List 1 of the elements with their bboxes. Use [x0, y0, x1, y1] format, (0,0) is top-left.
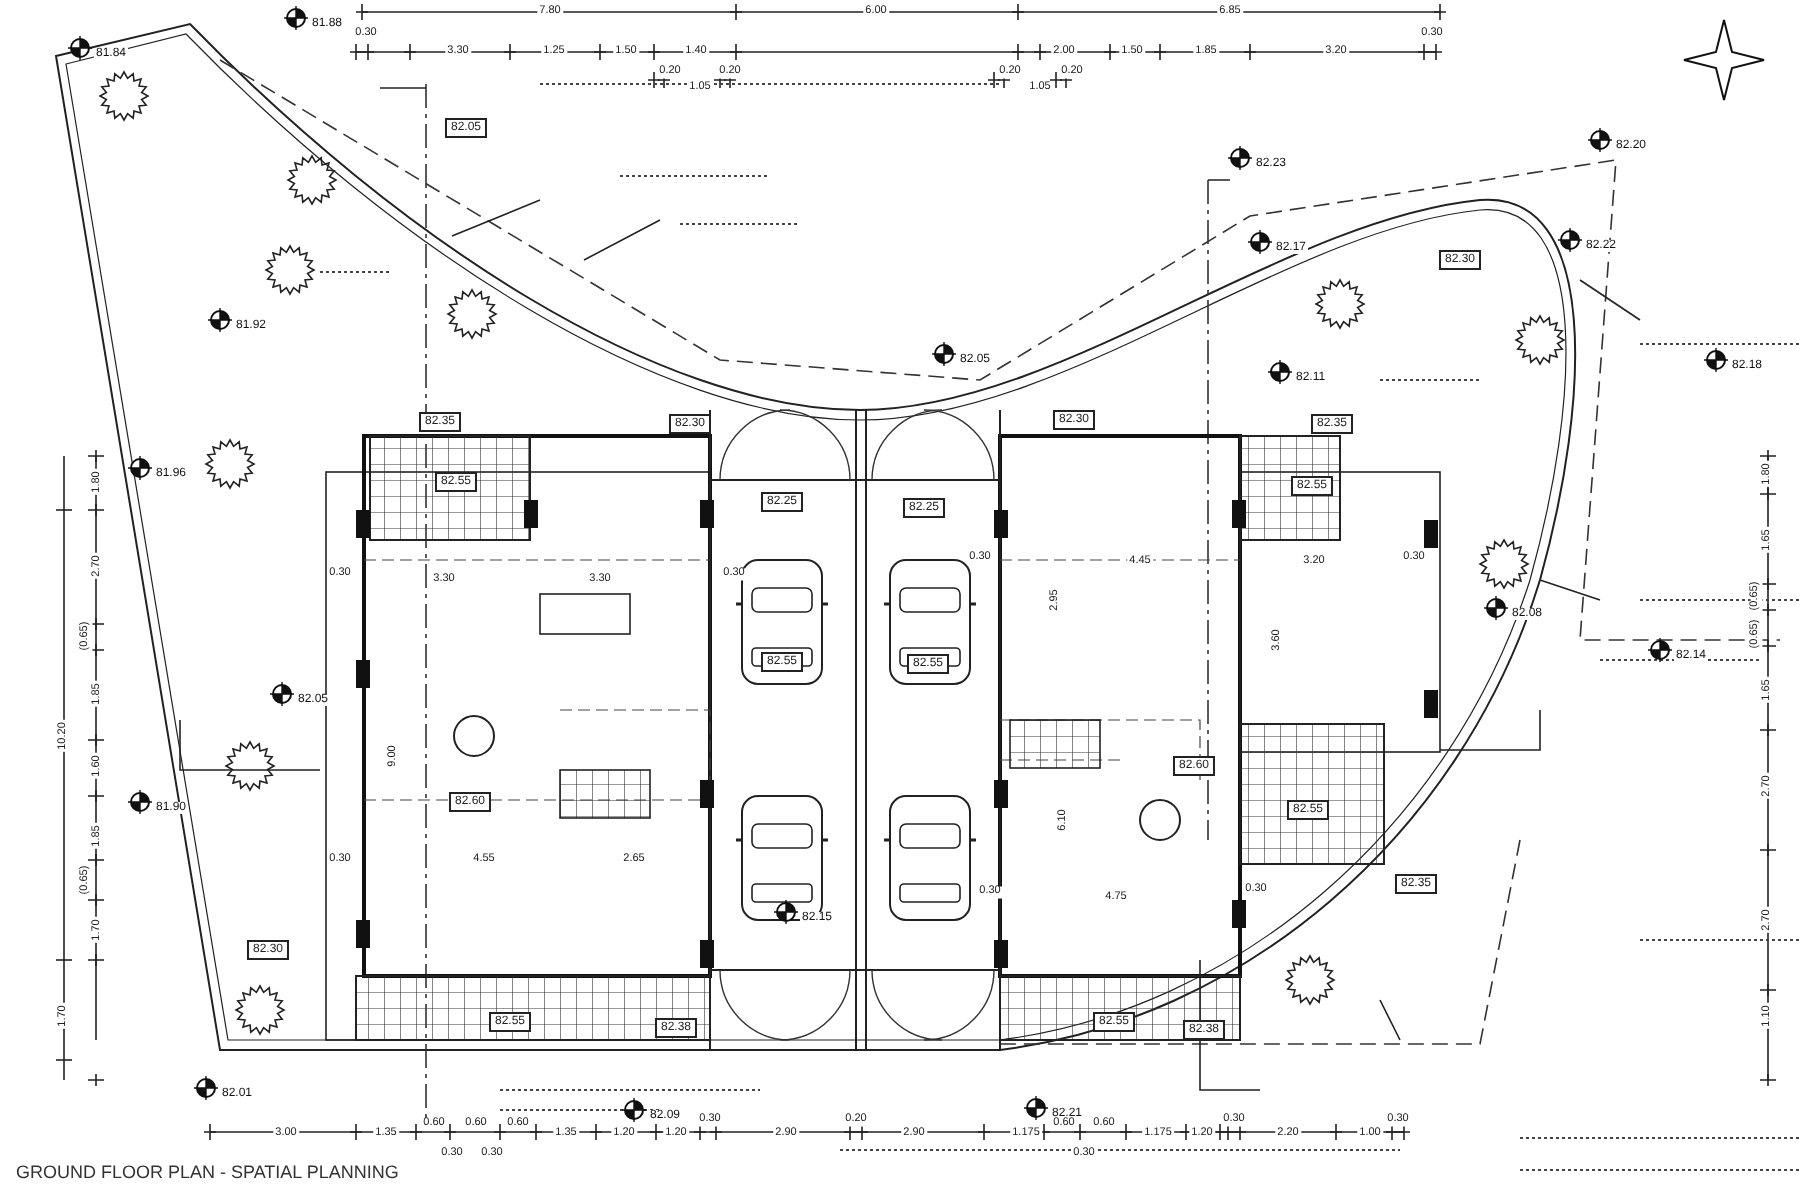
- drawing-title: GROUND FLOOR PLAN - SPATIAL PLANNING: [16, 1164, 399, 1182]
